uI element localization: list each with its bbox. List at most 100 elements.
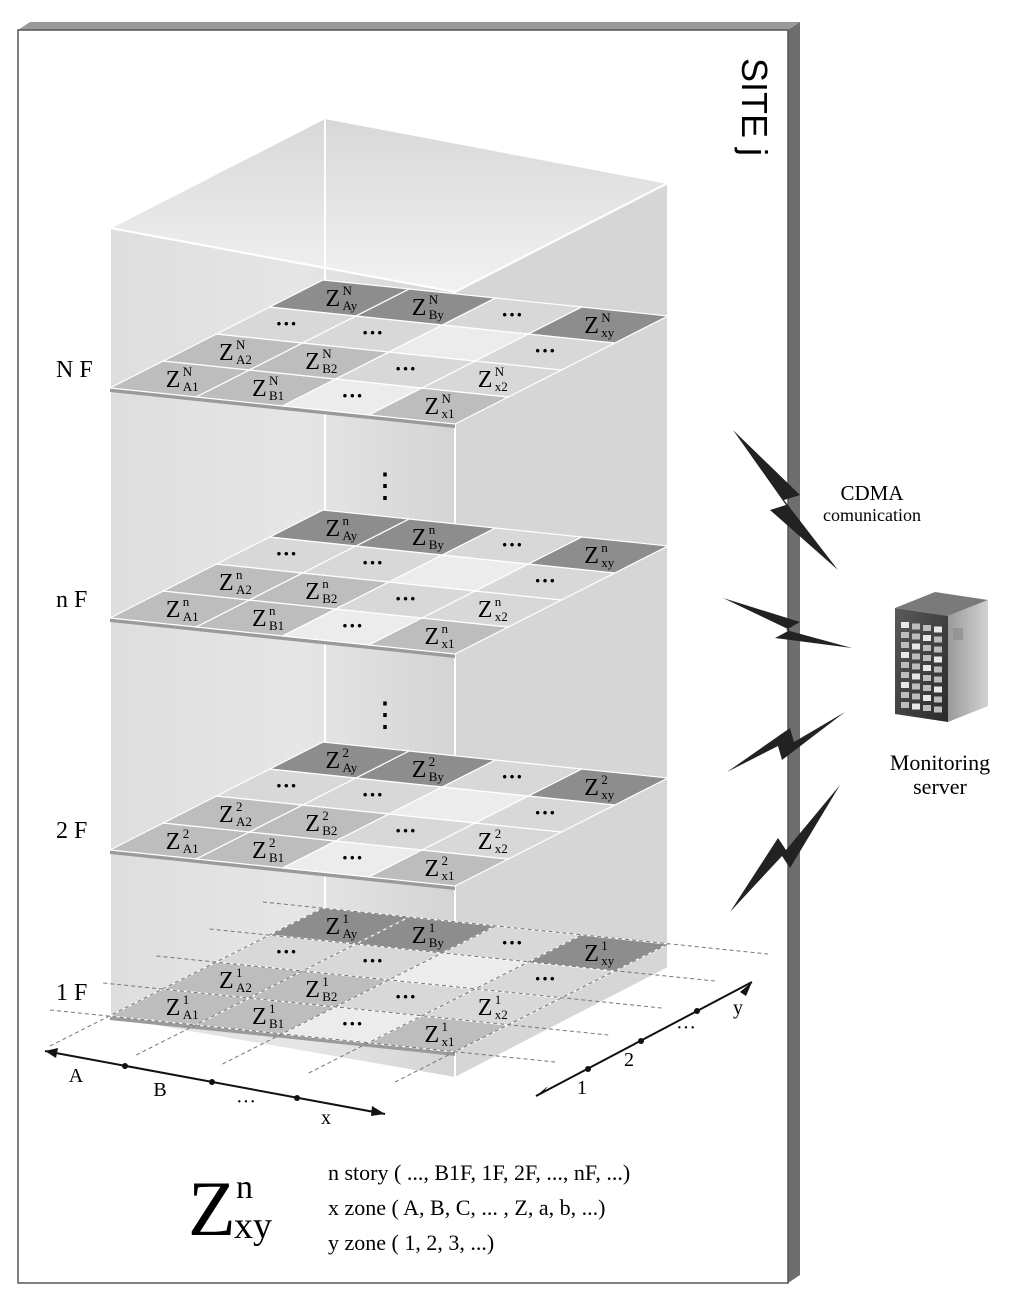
zone-label: Z <box>584 313 599 339</box>
zone-label: Z <box>305 977 320 1003</box>
zone-label: Z <box>305 349 320 375</box>
lightning-bolt-icon <box>730 785 840 912</box>
zone-label: Z <box>219 968 234 994</box>
zone-label-sub: B1 <box>269 618 284 633</box>
x-axis-label: x <box>321 1107 331 1129</box>
zone-label: Z <box>425 394 440 420</box>
slab-edge <box>110 850 455 890</box>
notation-y-zone-line: y zone ( 1, 2, 3, ...) <box>328 1230 494 1255</box>
zone-label-sup: 1 <box>601 938 608 953</box>
zone-label-sub: By <box>429 537 445 552</box>
y-axis-label: 1 <box>577 1077 587 1099</box>
floor-label: 1 F <box>56 980 87 1006</box>
zone-label-sup: n <box>322 576 329 591</box>
zone-label: Z <box>425 856 440 882</box>
server-bay <box>923 635 931 641</box>
zone-label-sup: N <box>601 310 611 325</box>
zone-label-sub: x2 <box>495 1007 508 1022</box>
server-label-line2: server <box>913 774 967 799</box>
zone-label-sup: 1 <box>236 965 243 980</box>
zone-label-sup: N <box>269 373 279 388</box>
guide-line <box>49 907 324 1047</box>
zone-label-sub: A1 <box>183 1007 199 1022</box>
guide-line <box>103 982 609 1036</box>
server-bay <box>934 666 942 673</box>
slab-edge <box>110 388 455 428</box>
zone-label: Z <box>478 597 493 623</box>
zone-label: Z <box>166 995 181 1021</box>
guide-line <box>156 955 662 1009</box>
zone-label: Z <box>252 1004 267 1030</box>
wireless-signals <box>723 430 852 912</box>
server-bay <box>912 683 920 690</box>
server-bay <box>912 663 920 670</box>
zone-label-sup: 1 <box>269 1001 276 1016</box>
floor-label: n F <box>56 587 87 613</box>
slab-edge <box>110 1016 455 1056</box>
y-axis-tick <box>585 1066 591 1072</box>
server-label-line1: Monitoring <box>890 750 990 775</box>
guide-line <box>49 1009 556 1063</box>
server-bay <box>934 636 942 643</box>
zone-label: Z <box>412 923 427 949</box>
zone-label-sub: A1 <box>183 379 199 394</box>
zone-label-sub: By <box>429 935 445 950</box>
zone-label-sup: N <box>322 346 332 361</box>
server-bay <box>912 643 920 650</box>
zone-label-sup: N <box>236 337 246 352</box>
ellipsis-mark: ··· <box>275 939 297 964</box>
x-axis-arrow <box>45 1048 58 1058</box>
ellipsis-mark: ··· <box>501 532 523 557</box>
zone-label-sub: xy <box>601 787 615 802</box>
zone-label: Z <box>219 570 234 596</box>
ellipsis-mark: ··· <box>394 984 416 1009</box>
ellipsis-mark: ··· <box>361 550 383 575</box>
ellipsis-mark: ··· <box>341 383 363 408</box>
x-axis-tick <box>294 1095 300 1101</box>
ellipsis-mark: ··· <box>275 311 297 336</box>
zone-label: Z <box>305 579 320 605</box>
y-axis-label: ··· <box>676 1017 696 1039</box>
vertical-ellipsis-lower: ⋮ <box>368 697 402 734</box>
x-axis <box>44 1050 386 1115</box>
zone-label: Z <box>252 838 267 864</box>
zone-label-sub: x2 <box>495 609 508 624</box>
zone-label-sup: 2 <box>601 772 608 787</box>
ellipsis-mark: ··· <box>501 930 523 955</box>
zone-label-sup: n <box>495 594 502 609</box>
zone-label-sub: By <box>429 769 445 784</box>
y-axis <box>535 981 753 1097</box>
server-bay <box>934 626 942 633</box>
server-bay <box>934 696 942 703</box>
guide-line <box>209 928 715 982</box>
zone-label-sup: 2 <box>343 745 350 760</box>
y-axis-arrow <box>536 1086 548 1096</box>
zone-tile <box>526 306 671 344</box>
ellipsis-mark: ··· <box>341 613 363 638</box>
server-bay <box>901 632 909 638</box>
site-label: SITE j <box>734 58 775 156</box>
zone-label-sub: B2 <box>322 989 337 1004</box>
guide-line <box>222 925 496 1065</box>
y-axis-tick <box>694 1008 700 1014</box>
zone-label-sub: A2 <box>236 980 252 995</box>
zone-tile <box>526 536 671 574</box>
zone-label-sub: x1 <box>442 406 455 421</box>
zone-label-sup: N <box>429 292 439 307</box>
zone-label: Z <box>252 606 267 632</box>
server-bay <box>934 676 942 683</box>
notation-x-zone-line: x zone ( A, B, C, ... , Z, a, b, ...) <box>328 1195 605 1220</box>
zone-label-sup: 1 <box>183 992 190 1007</box>
ellipsis-mark: ··· <box>361 320 383 345</box>
zone-label: Z <box>219 802 234 828</box>
zone-label: Z <box>305 811 320 837</box>
ellipsis-mark: ··· <box>275 773 297 798</box>
ellipsis-mark: ··· <box>275 541 297 566</box>
zone-label-sub: B2 <box>322 823 337 838</box>
slab-edge <box>110 618 455 658</box>
